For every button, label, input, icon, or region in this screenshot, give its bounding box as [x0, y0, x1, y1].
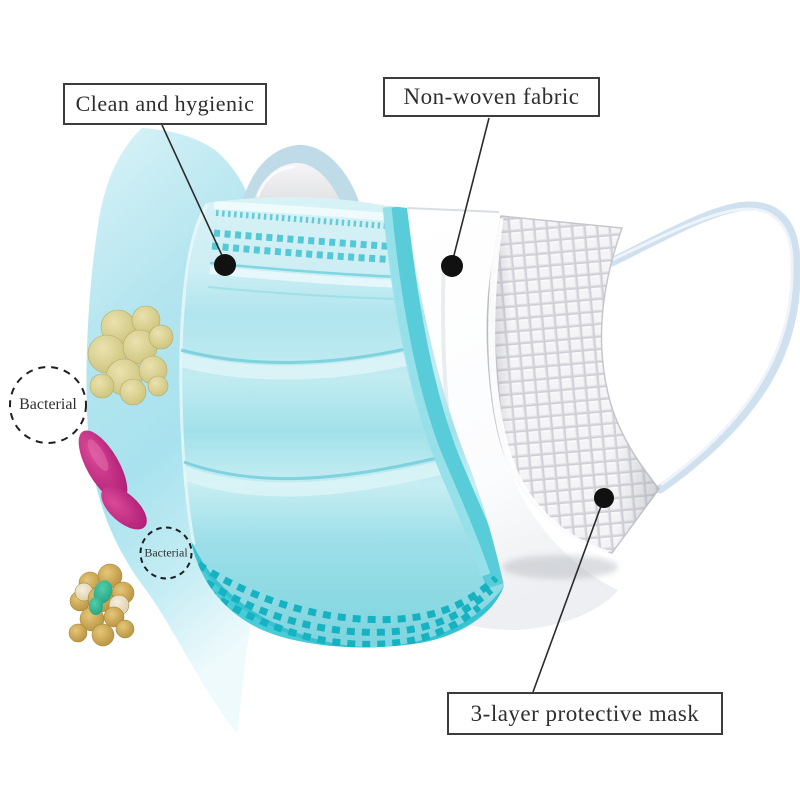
- callout-line-nonwoven: [451, 117, 490, 264]
- filter-layer-shadow: [502, 555, 618, 579]
- mask-front-layer: [179, 197, 505, 648]
- callout-line-threelayer: [532, 497, 605, 693]
- label-three-layer-mask: 3-layer protective mask: [447, 692, 723, 735]
- label-three-layer-mask-text: 3-layer protective mask: [470, 700, 700, 726]
- bacteria-cluster-top: [87, 305, 174, 406]
- callout-line-clean: [161, 124, 226, 263]
- bacterial-label-large: Bacterial: [19, 396, 77, 413]
- callout-lines: [161, 117, 605, 693]
- callout-dot-icon: [594, 488, 614, 508]
- dashed-circle-large: [9, 366, 87, 444]
- label-clean-hygienic-text: Clean and hygienic: [75, 91, 255, 116]
- mask-filter-layer: [486, 215, 660, 558]
- bacterial-label-small: Bacterial: [144, 545, 188, 560]
- callout-dot-icon: [441, 255, 463, 277]
- label-clean-hygienic: Clean and hygienic: [63, 83, 267, 125]
- bacteria-rod-icon: [78, 430, 147, 530]
- ear-loop: [607, 201, 800, 494]
- callout-dots: [214, 254, 614, 508]
- label-non-woven-fabric: Non-woven fabric: [383, 77, 600, 117]
- callout-dot-icon: [214, 254, 236, 276]
- dashed-circle-small: [139, 526, 193, 580]
- bacteria-cluster-bottom: [68, 563, 135, 647]
- label-non-woven-fabric-text: Non-woven fabric: [403, 84, 580, 109]
